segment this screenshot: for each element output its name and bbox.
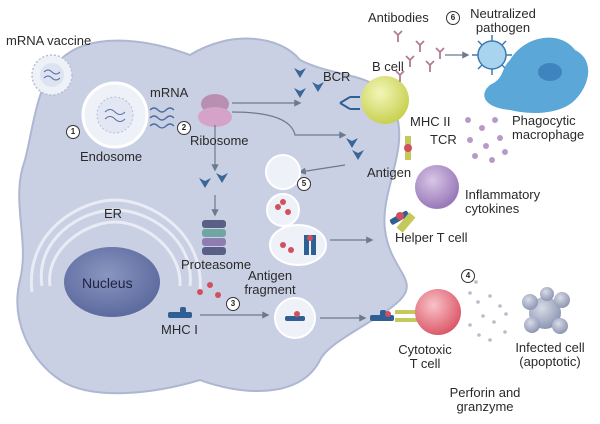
label-tcr: TCR <box>430 132 457 147</box>
label-mrna-vaccine: mRNA vaccine <box>6 33 92 48</box>
label-b-cell: B cell <box>372 59 404 74</box>
mrna-strands <box>149 107 175 129</box>
inflammatory-cytokines <box>465 117 508 163</box>
step-badge-4: 4 <box>461 269 475 283</box>
step-badge-2: 2 <box>177 121 191 135</box>
arrow-into-vesicle <box>298 164 346 175</box>
mhc-i-surface <box>370 310 394 321</box>
endosome <box>81 81 149 149</box>
label-bcr: BCR <box>323 69 351 84</box>
b-cell <box>361 76 409 124</box>
helper-t-mhc-binding <box>389 210 416 233</box>
label-proteasome: Proteasome <box>181 257 252 272</box>
label-antigen: Antigen <box>367 165 412 180</box>
cytotoxic-t-cell <box>415 289 461 335</box>
step-badge-1: 1 <box>66 125 80 139</box>
label-helper-t-cell: Helper T cell <box>395 230 468 245</box>
label-inflammatory-cytokines: Inflammatory cytokines <box>465 187 541 216</box>
mhc-i-vesicle <box>274 297 316 339</box>
step-badge-5: 5 <box>297 177 311 191</box>
label-antibodies: Antibodies <box>368 10 429 25</box>
label-phagocytic-macrophage: Phagocytic macrophage <box>512 113 585 142</box>
antibodies <box>393 30 445 82</box>
label-ribosome: Ribosome <box>190 133 249 148</box>
label-cytotoxic-t-cell: Cytotoxic T cell <box>398 342 452 371</box>
label-nucleus: Nucleus <box>82 275 133 291</box>
label-neutralized-pathogen: Neutralized pathogen <box>470 6 536 35</box>
label-mrna: mRNA <box>150 85 189 100</box>
mhc-ii-tcr <box>404 136 412 160</box>
antigen-fragments <box>197 282 221 298</box>
label-mhc-i: MHC I <box>161 322 198 337</box>
label-perforin-granzyme: Perforin and granzyme <box>449 385 521 414</box>
label-er: ER <box>104 206 123 221</box>
phagocytic-macrophage <box>484 37 589 113</box>
endoplasmic-reticulum <box>29 198 202 293</box>
mhc-i-er <box>168 307 192 318</box>
label-antigen-fragment: Antigen fragment <box>244 268 296 297</box>
label-mhc-ii: MHC II <box>410 114 451 129</box>
step-badge-6: 6 <box>446 11 460 25</box>
vesicles <box>265 154 327 266</box>
ribosome <box>198 94 232 127</box>
label-endosome: Endosome <box>80 149 143 164</box>
arrow-ribosome-to-antigen <box>231 111 347 139</box>
bcr <box>339 96 360 110</box>
helper-t-cell <box>415 165 459 209</box>
mrna-vaccine-particle <box>31 54 73 96</box>
nucleus <box>64 247 160 317</box>
antigen-presenting-cell <box>16 37 408 395</box>
step-badge-3: 3 <box>226 297 240 311</box>
proteasome <box>202 220 226 255</box>
infected-apoptotic-cell <box>522 287 570 334</box>
perforin-granzyme <box>468 280 508 342</box>
label-infected-cell: Infected cell (apoptotic) <box>515 340 585 369</box>
